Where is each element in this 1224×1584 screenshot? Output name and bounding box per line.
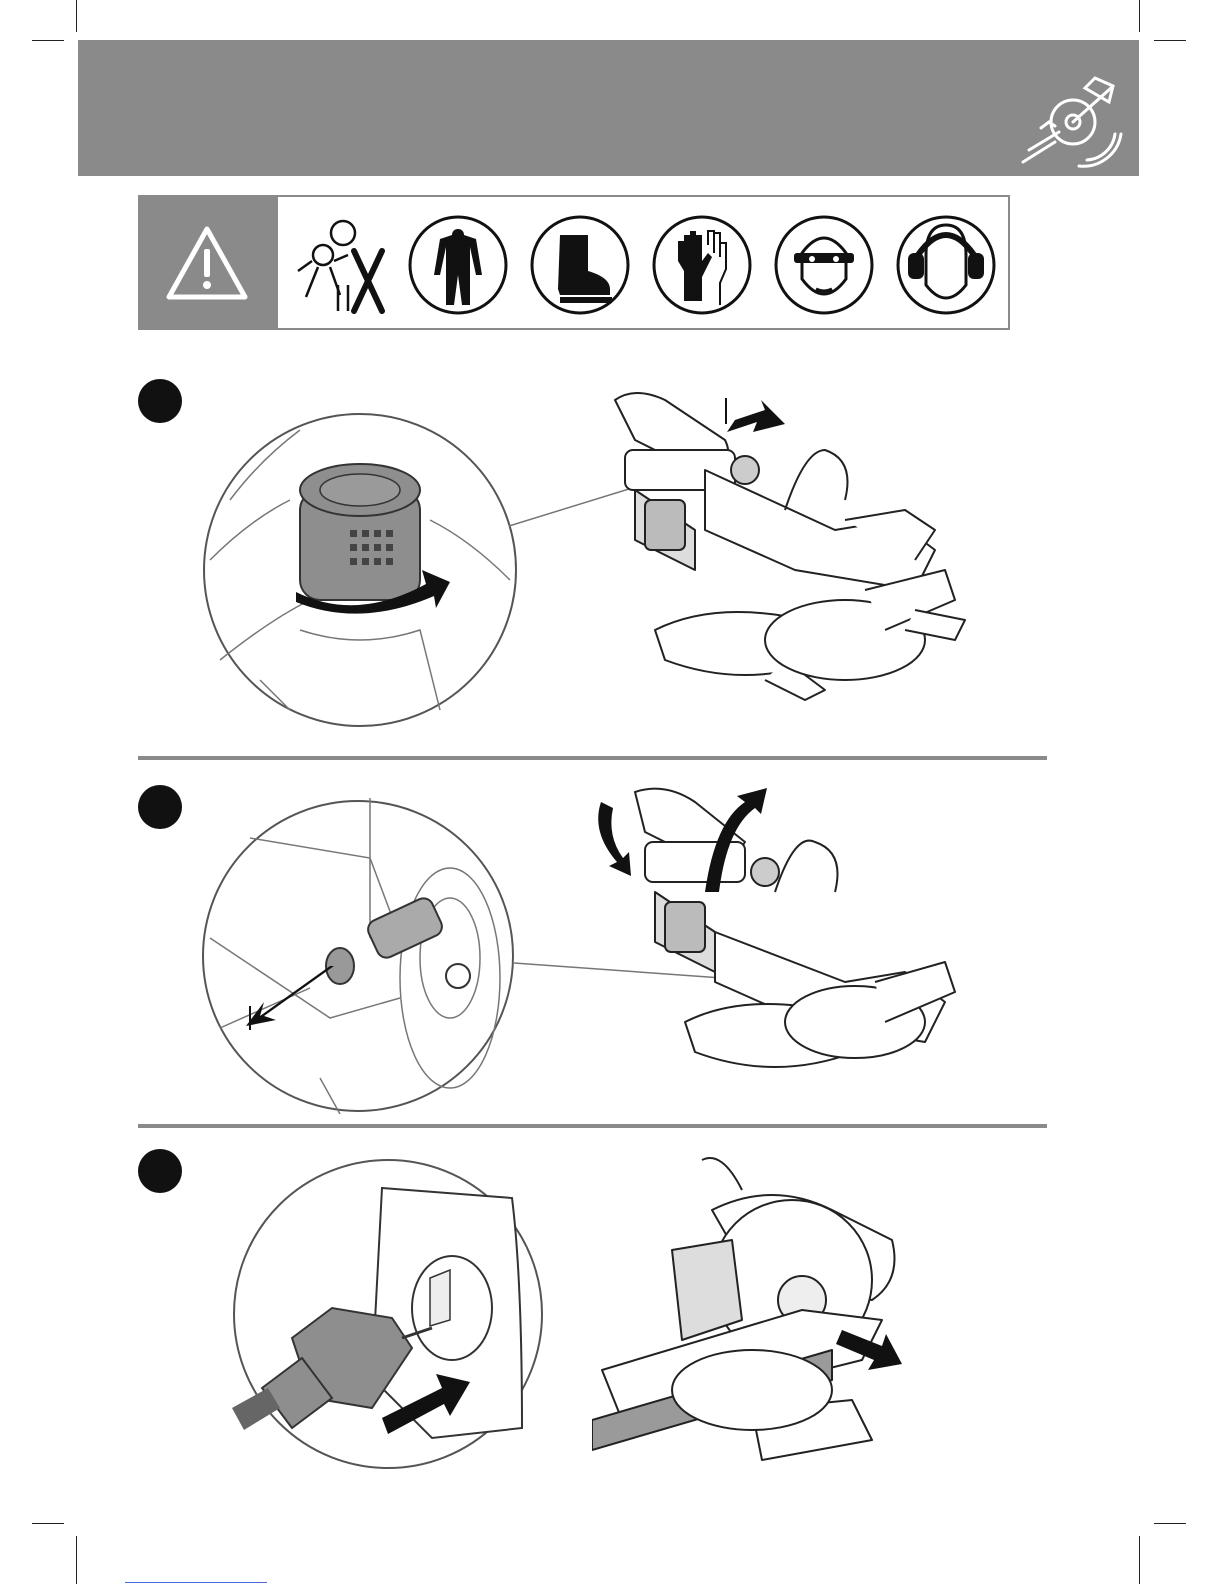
- safety-symbol-strip: [138, 195, 1010, 330]
- step-1-marker: [138, 379, 182, 423]
- step-2-marker: [138, 785, 182, 829]
- crop-mark: [32, 1523, 64, 1524]
- warning-panel: [140, 197, 278, 328]
- pull-lock-pin-detail: [200, 798, 516, 1114]
- saw-push-arm-back: [585, 380, 985, 725]
- plug-into-socket-detail: [232, 1158, 544, 1470]
- rotate-knob-detail: [200, 410, 520, 730]
- step-3-marker: [138, 1149, 182, 1193]
- safety-glasses-icon: [774, 215, 874, 315]
- crop-mark: [76, 0, 77, 32]
- protective-gloves-icon: [652, 215, 752, 315]
- ear-protection-icon: [896, 215, 996, 315]
- crop-mark: [76, 1536, 77, 1584]
- footer-link-underline[interactable]: [125, 1582, 267, 1583]
- saw-cut-board: [592, 1150, 922, 1480]
- crop-mark: [1139, 0, 1140, 32]
- saw-raise-arm: [585, 782, 965, 1110]
- crop-mark: [1154, 40, 1186, 41]
- crop-mark: [1139, 1536, 1140, 1584]
- header-band: [78, 40, 1139, 176]
- protective-clothing-icon: [408, 215, 508, 315]
- warning-triangle-icon: [165, 225, 249, 301]
- crop-mark: [1154, 1523, 1186, 1524]
- keep-children-away-icon: [288, 215, 388, 315]
- crop-mark: [32, 40, 64, 41]
- safety-boots-icon: [530, 215, 630, 315]
- section-divider: [138, 756, 1047, 760]
- section-divider: [138, 1124, 1047, 1128]
- miter-saw-icon: [1015, 70, 1125, 170]
